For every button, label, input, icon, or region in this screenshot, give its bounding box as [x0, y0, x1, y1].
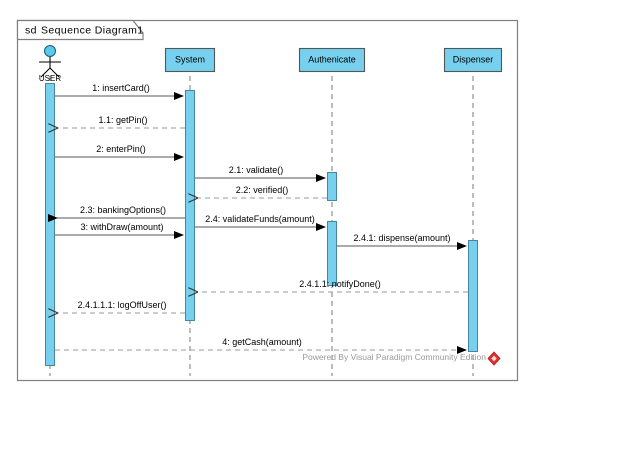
activation-authenicate-1: [327, 172, 337, 201]
message-bankingoptions[interactable]: 2.3: bankingOptions(): [48, 205, 185, 222]
activation-authenicate-2: [327, 221, 337, 286]
participant-box-authenicate: [298, 47, 366, 73]
message-label: 1.1: getPin(): [98, 115, 147, 125]
message-validatefunds[interactable]: 2.4: validateFunds(amount): [195, 214, 326, 231]
message-enterpin[interactable]: 2: enterPin(): [55, 144, 184, 161]
message-label: 2: enterPin(): [96, 144, 146, 154]
message-logoffuser[interactable]: 2.4.1.1.1: logOffUser(): [57, 300, 185, 313]
actor-head-icon: [44, 45, 56, 57]
message-label: 2.3: bankingOptions(): [80, 205, 166, 215]
message-verified[interactable]: 2.2: verified(): [197, 185, 327, 198]
participant-authenicate[interactable]: Authenicate: [298, 47, 366, 73]
participant-label-system: System: [175, 55, 205, 65]
activation-user: [45, 83, 55, 366]
participant-label-user: USER: [39, 74, 61, 83]
activation-dispenser: [468, 240, 478, 352]
participant-user[interactable]: USER: [39, 45, 61, 84]
message-label: 2.4.1.1: notifyDone(): [299, 279, 381, 289]
frame-title: Sequence Diagram1: [41, 25, 144, 37]
frame-keyword: sd: [25, 25, 37, 37]
message-label: 2.4.1: dispense(amount): [353, 233, 450, 243]
message-getcash[interactable]: 4: getCash(amount): [55, 337, 467, 354]
actor-leg-right-icon: [49, 67, 60, 78]
message-notifydone[interactable]: 2.4.1.1: notifyDone(): [197, 279, 468, 292]
frame-name-tab: [16, 19, 144, 41]
participant-label-dispenser: Dispenser: [453, 55, 494, 65]
message-label: 2.1: validate(): [229, 165, 284, 175]
message-label: 1: insertCard(): [92, 83, 150, 93]
message-label: 2.4: validateFunds(amount): [205, 214, 315, 224]
participant-label-authenicate: Authenicate: [308, 55, 356, 65]
participant-dispenser[interactable]: Dispenser: [443, 47, 503, 73]
message-dispense[interactable]: 2.4.1: dispense(amount): [337, 233, 467, 250]
activation-system: [185, 90, 195, 321]
message-withdraw[interactable]: 3: withDraw(amount): [55, 222, 184, 239]
message-label: 2.4.1.1.1: logOffUser(): [78, 300, 167, 310]
visual-paradigm-logo-icon: [487, 351, 501, 366]
message-insertcard[interactable]: 1: insertCard(): [55, 83, 184, 100]
message-getpin[interactable]: 1.1: getPin(): [57, 115, 185, 128]
message-label: 3: withDraw(amount): [80, 222, 163, 232]
message-label: 4: getCash(amount): [222, 337, 302, 347]
participant-box-dispenser: [443, 47, 503, 73]
message-label: 2.2: verified(): [236, 185, 289, 195]
watermark-label: Powered By Visual Paradigm Community Edi…: [302, 352, 486, 362]
diagram-frame: [16, 19, 519, 382]
participant-system[interactable]: System: [164, 47, 216, 73]
participant-box-system: [164, 47, 216, 73]
message-validate[interactable]: 2.1: validate(): [195, 165, 326, 182]
actor-leg-left-icon: [40, 67, 51, 78]
